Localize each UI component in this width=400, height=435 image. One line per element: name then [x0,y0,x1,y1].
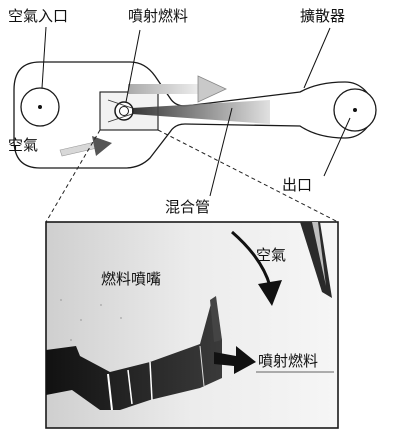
fuel-nozzle-hole [119,106,129,116]
inset-right-vane [300,222,332,298]
inset-frame [45,221,339,429]
label-mixing-tube: 混合管 [165,198,211,216]
label-air-top: 空氣 [8,136,39,154]
air-flow-arrow-lower [59,136,112,157]
air-inlet-center-dot [38,105,42,109]
label-fuel-jet-top: 噴射燃料 [128,7,189,25]
label-fuel-jet-inset: 噴射燃料 [258,352,319,370]
leader-fuel-jet [125,29,141,103]
leader-diffuser [303,27,331,89]
label-diffuser: 擴散器 [300,7,346,25]
inset-fuel-nozzle-body [46,300,222,410]
label-fuel-nozzle: 燃料噴嘴 [101,270,162,288]
nozzle-detail-inset [45,221,339,429]
projection-line-left [45,129,101,223]
leader-outlet [323,117,351,177]
label-air-inset: 空氣 [256,246,287,264]
projection-line-right [157,129,339,223]
inset-fuel-jet-arrow [214,346,256,374]
inset-air-flow-arrow [231,230,272,287]
air-flow-arrow-upper [128,75,227,103]
leader-air-inlet [41,26,47,89]
label-outlet: 出口 [282,176,313,194]
fuel-jet-stream [132,100,270,124]
outlet-center-dot [353,108,357,112]
label-air-inlet: 空氣入口 [8,7,69,25]
burner-top-view [13,26,377,197]
leader-mixing-tube [209,107,233,197]
